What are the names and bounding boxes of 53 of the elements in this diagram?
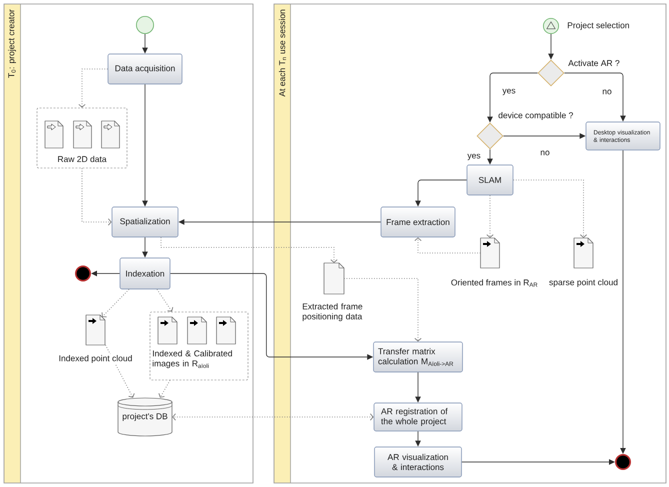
document-icon xyxy=(216,316,236,344)
task-box: Spatialization xyxy=(112,206,178,238)
document-icon xyxy=(324,262,344,294)
flow-arrow xyxy=(91,270,120,276)
document-caption: Indexed point cloud xyxy=(58,354,134,364)
dashed-group: Raw 2D data xyxy=(36,108,128,168)
edge-label: no xyxy=(539,150,551,156)
task-box: Frame extraction xyxy=(380,206,456,238)
dotted-arrow xyxy=(102,288,130,318)
document-icon xyxy=(44,120,64,148)
dotted-arrow xyxy=(512,180,588,238)
task-box: AR registration of the whole project xyxy=(374,402,462,432)
event-label: Project selection xyxy=(566,21,631,31)
dotted-arrow xyxy=(105,344,135,398)
flow-arrow xyxy=(462,459,615,465)
task-box: AR visualization & interactions xyxy=(374,446,462,478)
decision-diamond xyxy=(538,60,564,86)
document-icon xyxy=(158,316,178,344)
document-icon xyxy=(480,238,500,268)
dotted-arrow xyxy=(160,236,338,263)
document-icon xyxy=(86,314,106,346)
dotted-arrow xyxy=(344,278,422,342)
gateway-label: Activate AR ? xyxy=(567,58,621,68)
edge-label: no xyxy=(601,88,613,96)
task-box: Transfer matrix calculation M$_{Aïoli->AR}$ xyxy=(373,342,463,372)
edge-label: yes xyxy=(466,152,482,162)
document-icon xyxy=(187,316,207,344)
document-caption: Oriented frames in R$_{AR}$ xyxy=(450,278,540,288)
document-caption: Extracted frame positioning data xyxy=(301,302,372,322)
flow-arrow xyxy=(620,150,626,454)
document-icon xyxy=(73,120,92,148)
decision-diamond xyxy=(476,122,504,150)
document-icon xyxy=(101,120,120,148)
dotted-arrow xyxy=(158,380,170,398)
dotted-arrow xyxy=(414,237,481,254)
dotted-arrow xyxy=(156,288,174,312)
dotted-arrow xyxy=(78,68,108,108)
start-circle xyxy=(136,16,154,34)
start-circle xyxy=(543,18,559,34)
edge-label: yes xyxy=(501,88,517,96)
task-box: SLAM xyxy=(466,164,514,196)
document-caption: sparse point cloud xyxy=(548,278,619,288)
dotted-arrow xyxy=(82,168,112,226)
task-box: Indexation xyxy=(120,258,170,290)
document-icon xyxy=(574,238,594,268)
task-box: Data acquisition xyxy=(108,54,182,84)
dotted-arrow xyxy=(172,413,374,421)
dashed-group: Indexed & Calibrated images in R$_{aïoli}$ xyxy=(150,312,248,380)
end-circle xyxy=(75,266,91,282)
end-circle xyxy=(615,454,631,470)
dotted-arrow xyxy=(486,194,494,238)
gateway-label: device compatible ? xyxy=(497,111,574,121)
database-cylinder: project's DB xyxy=(118,398,172,436)
